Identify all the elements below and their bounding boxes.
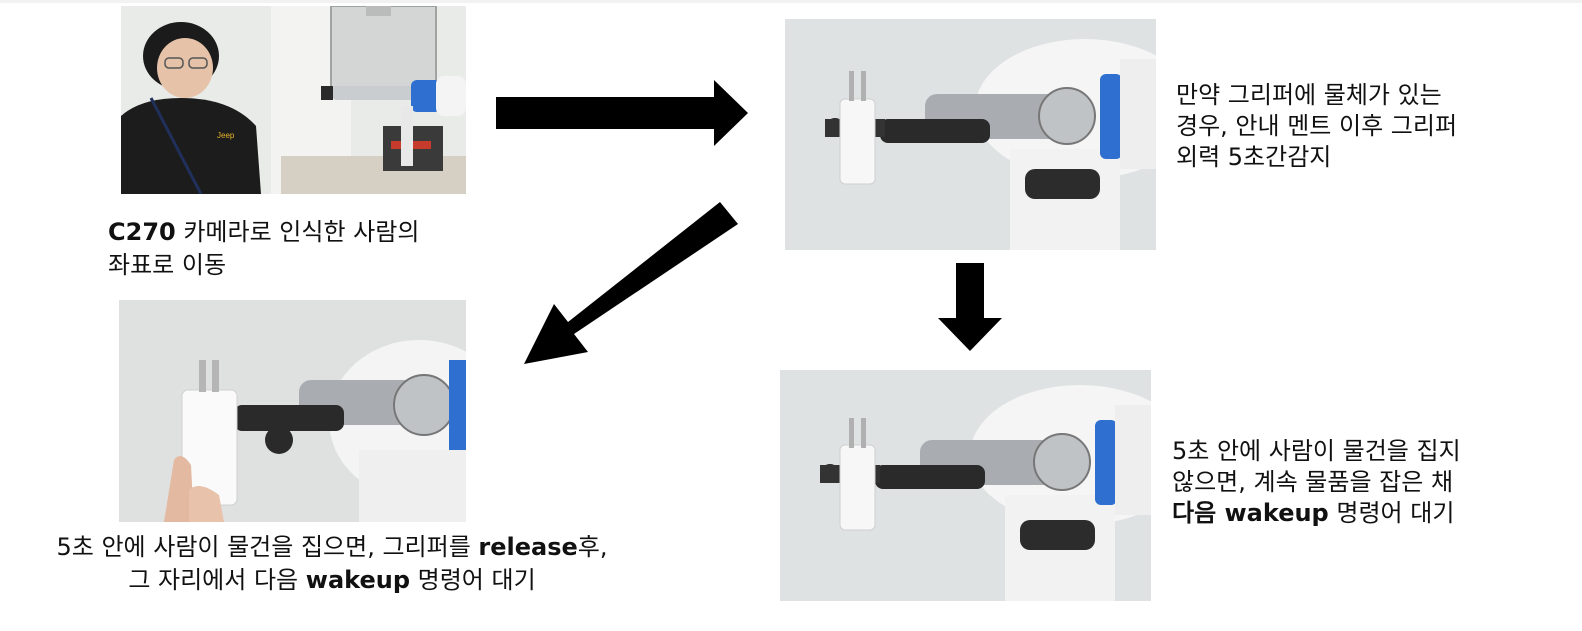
- caption-step3b-line2-post: 명령어 대기: [410, 566, 536, 594]
- right-arrow: [496, 80, 748, 146]
- caption-step3a-line2: 않으면, 계속 물품을 잡은 채: [1172, 468, 1454, 496]
- caption-step3a-line1: 5초 안에 사람이 물건을 집지: [1172, 437, 1461, 465]
- down-arrow: [938, 263, 1002, 351]
- caption-step2-line2: 경우, 안내 멘트 이후 그리퍼: [1176, 112, 1458, 140]
- caption-step3b-line1-pre: 5초 안에 사람이 물건을 집으면, 그리퍼를: [56, 533, 479, 561]
- diagonal-arrow: [524, 202, 738, 364]
- caption-step3b-wakeup: wakeup: [305, 566, 410, 594]
- caption-step1-camera-model: C270: [108, 218, 176, 246]
- caption-step3a: 5초 안에 사람이 물건을 집지 않으면, 계속 물품을 잡은 채 다음 wak…: [1172, 436, 1461, 529]
- caption-step1: C270 카메라로 인식한 사람의 좌표로 이동: [108, 216, 419, 282]
- caption-step3b: 5초 안에 사람이 물건을 집으면, 그리퍼를 release후, 그 자리에서…: [0, 531, 664, 597]
- top-divider: [0, 0, 1582, 3]
- svg-text:Jeep: Jeep: [217, 131, 235, 140]
- caption-step3a-line3-bold: 다음 wakeup: [1172, 499, 1329, 527]
- caption-step2-line1: 만약 그리퍼에 물체가 있는: [1176, 81, 1442, 109]
- caption-step1-line1: 카메라로 인식한 사람의: [175, 218, 420, 246]
- gripper-holding-photo: [785, 19, 1156, 250]
- caption-step3b-release: release: [478, 533, 578, 561]
- caption-step1-line2: 좌표로 이동: [108, 251, 227, 279]
- caption-step3b-line1-post: 후,: [577, 533, 608, 561]
- caption-step3b-line2-pre: 그 자리에서 다음: [128, 566, 306, 594]
- gripper-waiting-photo: [780, 370, 1151, 601]
- caption-step2-line3: 외력 5초간감지: [1176, 143, 1332, 171]
- hand-taking-photo: [119, 300, 466, 522]
- caption-step2: 만약 그리퍼에 물체가 있는 경우, 안내 멘트 이후 그리퍼 외력 5초간감지: [1176, 80, 1457, 173]
- person-camera-photo: Jeep: [121, 6, 466, 194]
- caption-step3a-line3: 명령어 대기: [1328, 499, 1455, 527]
